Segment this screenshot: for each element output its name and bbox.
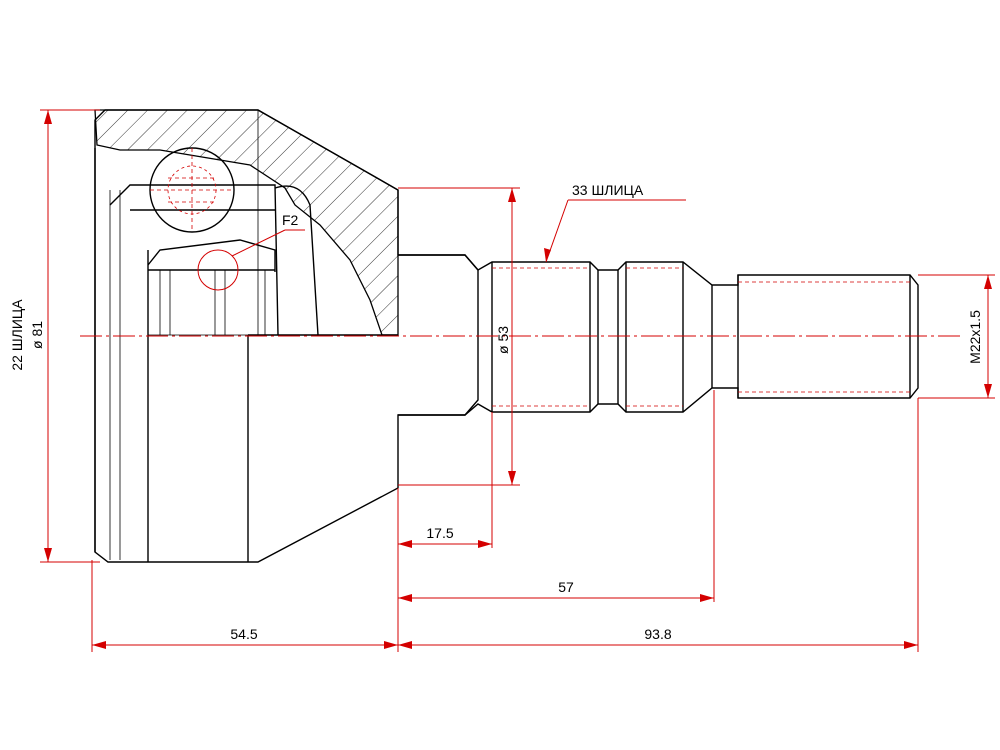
- housing: [94, 109, 479, 563]
- shaft: [398, 254, 919, 416]
- shaft-diameter-label: ø 53: [495, 326, 511, 354]
- thread-start-label: 57: [558, 579, 574, 595]
- dim-spline-start: 17.5: [398, 525, 492, 548]
- outer-spline-label: 22 ШЛИЦА: [9, 299, 25, 371]
- detail-f2-label: F2: [282, 212, 299, 228]
- dim-outer-diameter: 22 ШЛИЦА ø 81: [9, 109, 100, 563]
- dim-shaft-length: 93.8: [398, 626, 918, 649]
- thread-label: M22x1.5: [967, 310, 983, 364]
- dim-thread: M22x1.5: [918, 274, 995, 399]
- callout-shaft-spline: 33 ШЛИЦА: [544, 182, 686, 263]
- dim-shaft-diameter: ø 53: [398, 187, 520, 486]
- ball: [149, 147, 235, 233]
- spline-start-label: 17.5: [426, 525, 453, 541]
- outer-diameter-label: ø 81: [29, 321, 45, 349]
- shaft-spline-label: 33 ШЛИЦА: [572, 182, 644, 198]
- inner-race: [109, 184, 319, 336]
- housing-length-label: 54.5: [230, 626, 257, 642]
- dim-thread-start: 57: [398, 579, 714, 602]
- dim-housing-length: 54.5: [92, 626, 398, 649]
- detail-f2: F2: [197, 212, 305, 291]
- extension-lines: [91, 390, 919, 652]
- housing-wall-section: [94, 109, 399, 336]
- shaft-length-label: 93.8: [644, 626, 671, 642]
